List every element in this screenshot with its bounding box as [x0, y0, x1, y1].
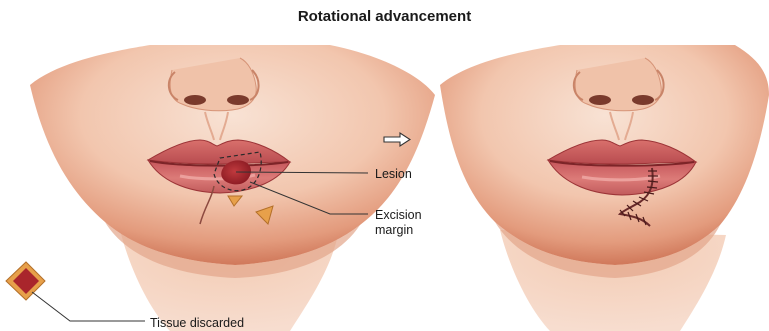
excision-margin-label: Excision margin	[375, 208, 422, 238]
right-face	[440, 45, 769, 331]
lesion-label: Lesion	[375, 167, 412, 182]
left-face	[30, 45, 435, 331]
discarded-tissue	[6, 262, 45, 300]
excision-label-line2: margin	[375, 223, 422, 238]
diagram-title: Rotational advancement	[0, 8, 769, 25]
tissue-discarded-label: Tissue discarded	[150, 316, 244, 331]
tissue-leader-line	[32, 292, 145, 321]
excision-label-line1: Excision	[375, 208, 422, 223]
